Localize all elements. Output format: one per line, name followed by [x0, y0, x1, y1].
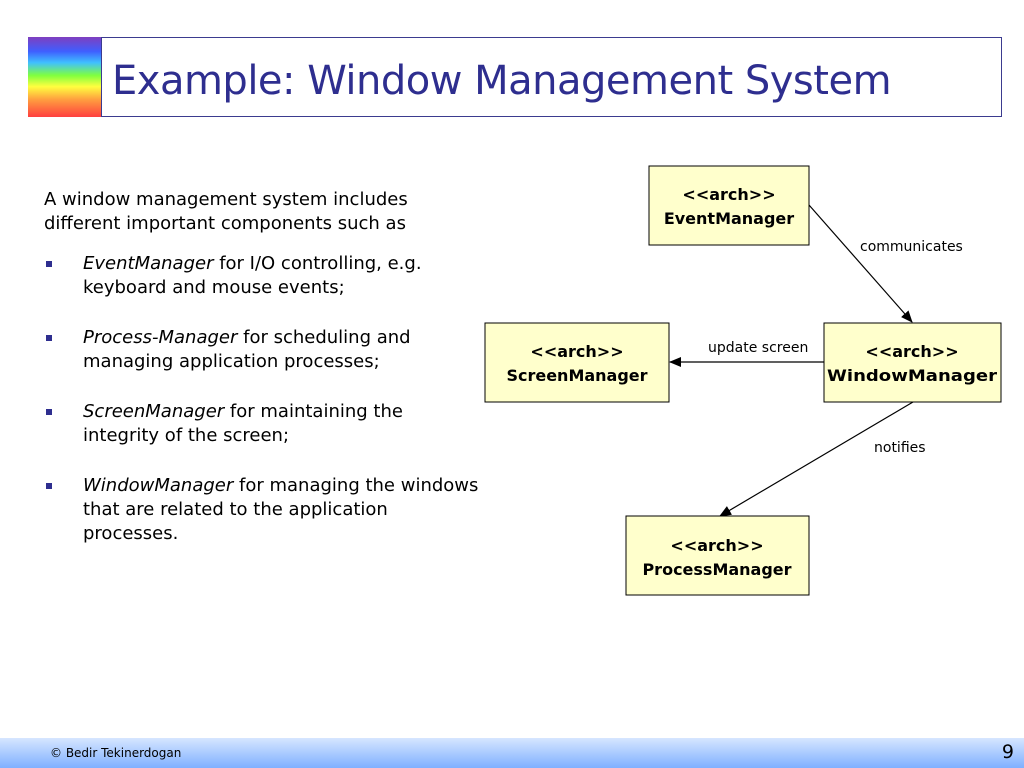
- bullet-term: EventManager: [83, 253, 214, 274]
- slide-body: A window management system includes diff…: [44, 188, 484, 572]
- node-window-manager: <<arch>> WindowManager: [823, 322, 1002, 403]
- bullet-text: for maintaining the integrity of the scr…: [83, 401, 403, 446]
- bullet-term: ScreenManager: [83, 401, 225, 422]
- node-name: EventManager: [664, 209, 794, 228]
- bullet-list: EventManager for I/O controlling, e.g. k…: [44, 252, 484, 546]
- node-stereotype: <<arch>>: [865, 342, 958, 361]
- node-stereotype: <<arch>>: [682, 185, 775, 204]
- square-bullet-icon: [46, 261, 52, 267]
- edge-label-notifies: notifies: [874, 440, 926, 456]
- copyright-text: © Bedir Tekinerdogan: [50, 746, 182, 760]
- bullet-term: WindowManager: [83, 475, 234, 496]
- bullet-term: Process-Manager: [83, 327, 238, 348]
- node-screen-manager: <<arch>> ScreenManager: [484, 322, 670, 403]
- bullet-text: for I/O controlling, e.g. keyboard and m…: [83, 253, 422, 298]
- node-process-manager: <<arch>> ProcessManager: [625, 515, 810, 596]
- square-bullet-icon: [46, 409, 52, 415]
- square-bullet-icon: [46, 483, 52, 489]
- node-box: [484, 322, 670, 403]
- node-box: [648, 165, 810, 246]
- rainbow-logo: [28, 37, 102, 117]
- node-event-manager: <<arch>> EventManager: [648, 165, 810, 246]
- bullet-text: for managing the windows that are relate…: [83, 475, 479, 544]
- node-name: ProcessManager: [642, 560, 791, 579]
- bullet-item: Process-Manager for scheduling and manag…: [44, 326, 484, 374]
- square-bullet-icon: [46, 335, 52, 341]
- edge-notifies: [719, 401, 914, 517]
- node-stereotype: <<arch>>: [530, 342, 623, 361]
- node-stereotype: <<arch>>: [670, 536, 763, 555]
- intro-text: A window management system includes diff…: [44, 189, 408, 234]
- bullet-item: WindowManager for managing the windows t…: [44, 474, 484, 546]
- node-box: [625, 515, 810, 596]
- edge-label-update-screen: update screen: [708, 340, 808, 356]
- edge-communicates: [808, 204, 913, 323]
- bullet-text: for scheduling and managing application …: [83, 327, 411, 372]
- node-name: WindowManager: [827, 366, 997, 385]
- page-number: 9: [1001, 741, 1014, 763]
- bullet-item: EventManager for I/O controlling, e.g. k…: [44, 252, 484, 300]
- slide-title: Example: Window Management System: [112, 58, 892, 104]
- edge-label-communicates: communicates: [860, 239, 963, 255]
- node-name: ScreenManager: [506, 366, 647, 385]
- node-box: [823, 322, 1002, 403]
- bullet-item: ScreenManager for maintaining the integr…: [44, 400, 484, 448]
- footer-bar: © Bedir Tekinerdogan 9: [0, 738, 1024, 768]
